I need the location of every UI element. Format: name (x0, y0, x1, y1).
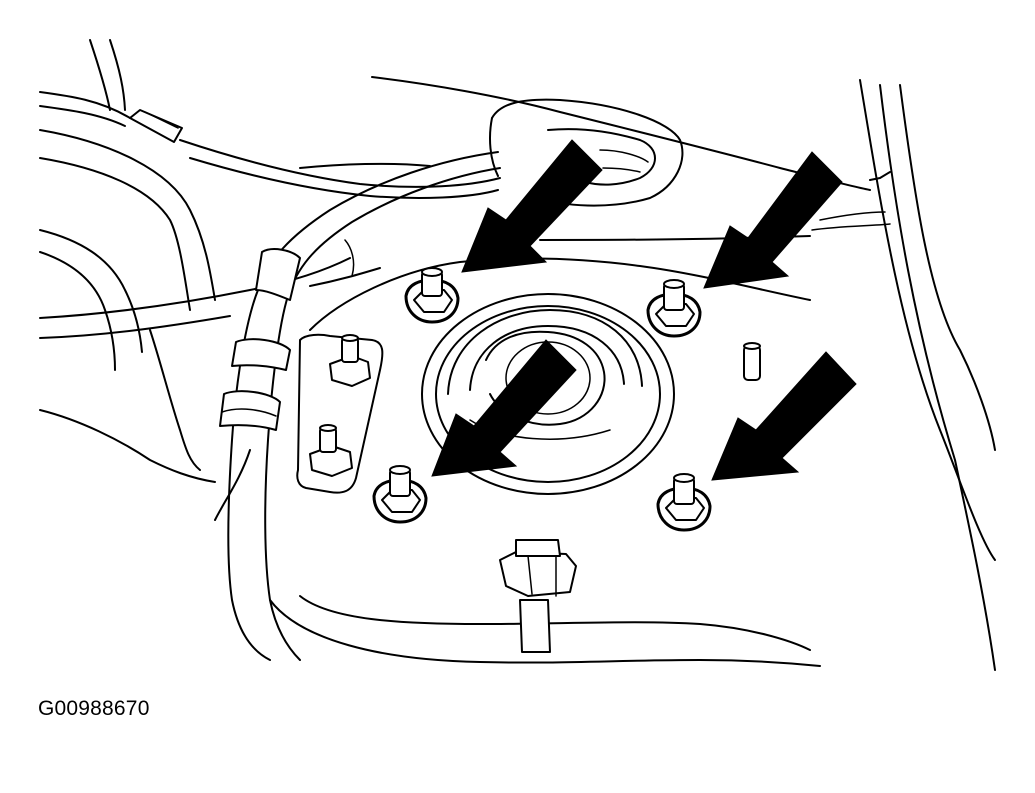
mount-nut-upper-left (404, 267, 460, 324)
mount-nut-upper-right (646, 279, 702, 338)
figure-id-label: G00988670 (38, 697, 150, 720)
callout-arrow-lower-right (711, 351, 857, 481)
strut-mount-plate (309, 257, 811, 495)
body-panel (39, 39, 996, 671)
bracket-stud-upper (329, 334, 371, 387)
callout-arrow-upper-left (461, 139, 603, 273)
callout-arrows (431, 139, 857, 481)
brake-hose (219, 151, 821, 667)
mount-nut-lower-left (372, 465, 428, 524)
mount-nut-lower-right (656, 473, 712, 532)
bracket-plate (296, 333, 384, 494)
bracket-stud-lower (309, 424, 353, 477)
callout-arrow-upper-right (703, 151, 843, 289)
callout-arrow-center (431, 339, 577, 477)
